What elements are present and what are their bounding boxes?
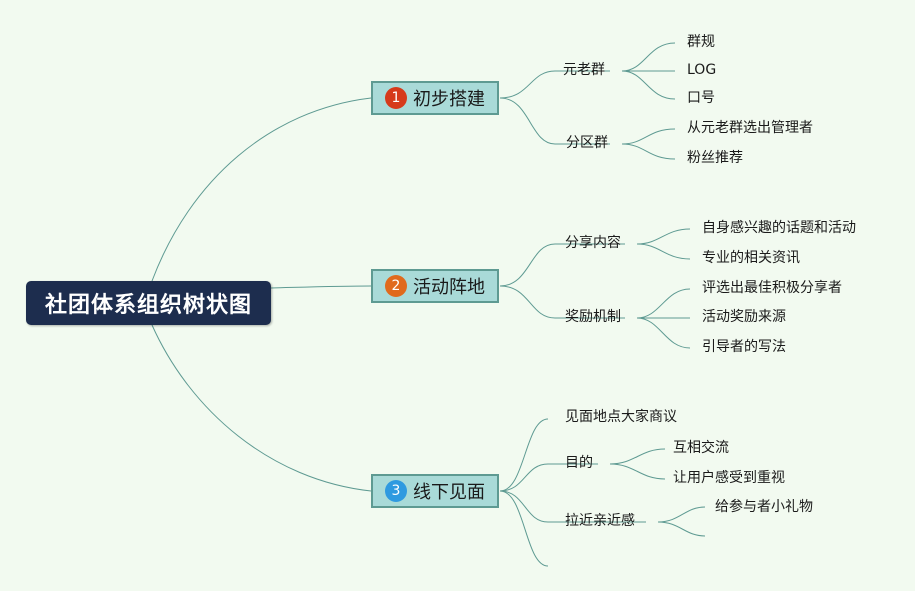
connector-fenxiang-zhuanye (636, 243, 691, 260)
connector-jiangli-pingxuan (636, 288, 691, 319)
connector-lajin-liwu (657, 506, 706, 523)
subtopic-jianglijizhi[interactable]: 奖励机制 (565, 309, 621, 325)
subtopic-mudi[interactable]: 目的 (565, 455, 593, 471)
connector-fenququn-guanli (621, 128, 676, 145)
connector-jiangli-yindao (636, 317, 691, 349)
connector-b2-jiangli (499, 285, 625, 319)
leaf-huxiangjiaoliu[interactable]: 互相交流 (673, 440, 729, 456)
number-badge-3: 3 (385, 480, 407, 502)
leaf-zishenganxingqu[interactable]: 自身感兴趣的话题和活动 (702, 220, 856, 236)
connector-fenxiang-ziji (636, 228, 691, 245)
leaf-yindaozhe[interactable]: 引导者的写法 (702, 339, 786, 355)
connector-mudi-rang (609, 463, 666, 480)
leaf-huodongjiangli[interactable]: 活动奖励来源 (702, 309, 786, 325)
connector-b3-mudi (499, 463, 598, 492)
connector-yuanlaoqun-qungui (621, 42, 676, 72)
number-badge-1: 1 (385, 87, 407, 109)
branch-title-1: 初步搭建 (413, 89, 485, 110)
subtopic-lajinqinjingan[interactable]: 拉近亲近感 (565, 513, 635, 529)
connector-b3-lajin (499, 490, 646, 523)
connector-root-branch3 (151, 324, 372, 492)
leaf-zhongshi[interactable]: 让用户感受到重视 (673, 470, 785, 486)
branch-title-2: 活动阵地 (413, 277, 485, 298)
leaf-xiaoliwu[interactable]: 给参与者小礼物 (715, 499, 813, 515)
leaf-kouhao[interactable]: 口号 (687, 90, 715, 106)
branch-title-3: 线下见面 (413, 482, 485, 503)
connector-b2-fenxiang (499, 243, 625, 287)
connector-b3-empty (499, 490, 549, 567)
subtopic-fenxiangneirong[interactable]: 分享内容 (565, 235, 621, 251)
subtopic-jianmiandidian[interactable]: 见面地点大家商议 (565, 409, 677, 425)
root-topic[interactable]: 社团体系组织树状图 (26, 281, 271, 325)
connector-root-branch1 (151, 97, 372, 282)
leaf-guanlizhe[interactable]: 从元老群选出管理者 (687, 120, 813, 136)
leaf-pingxuan[interactable]: 评选出最佳积极分享者 (702, 280, 842, 296)
connector-b1-fenququn (499, 97, 610, 145)
branch-topic-2[interactable]: 2 活动阵地 (371, 269, 499, 303)
connector-b1-yuanlaoqun (499, 70, 610, 99)
connector-lajin-empty (657, 521, 706, 537)
branch-topic-1[interactable]: 1 初步搭建 (371, 81, 499, 115)
subtopic-yuanlaoqun[interactable]: 元老群 (563, 62, 605, 78)
branch-topic-3[interactable]: 3 线下见面 (371, 474, 499, 508)
connector-yuanlaoqun-kouhao (621, 70, 676, 100)
leaf-log[interactable]: LOG (687, 62, 717, 78)
connector-b3-jianmian (499, 418, 549, 492)
leaf-zhuanyezixun[interactable]: 专业的相关资讯 (702, 250, 800, 266)
connector-fenququn-fensi (621, 143, 676, 160)
connector-mudi-huxiang (609, 448, 666, 465)
leaf-fensituijian[interactable]: 粉丝推荐 (687, 150, 743, 166)
number-badge-2: 2 (385, 275, 407, 297)
connector-root-branch2 (270, 285, 372, 289)
leaf-qungui[interactable]: 群规 (687, 34, 715, 50)
subtopic-fenququn[interactable]: 分区群 (566, 135, 608, 151)
